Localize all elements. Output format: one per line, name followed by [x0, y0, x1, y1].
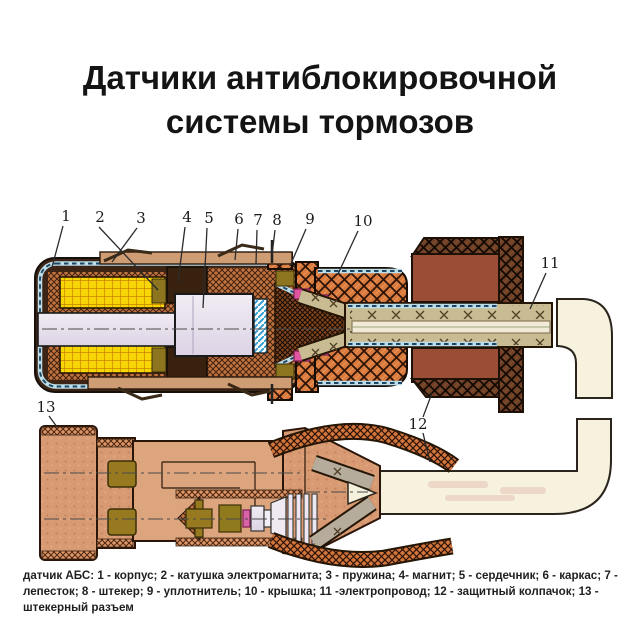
page-title: Датчики антиблокировочной системы тормоз…: [0, 56, 640, 143]
callout-leader-6: [234, 228, 239, 261]
title-line-2: системы тормозов: [165, 102, 475, 140]
callout-leader-2: [98, 226, 159, 291]
callout-leader-12: [422, 392, 433, 418]
callout-4: 4: [182, 208, 192, 226]
cable-elbow-top: [556, 298, 613, 399]
lead-wires: [297, 288, 355, 362]
protective-straps: [267, 422, 460, 568]
connector-contacts: [107, 460, 137, 536]
title-line-1: Датчики антиблокировочной: [82, 59, 558, 96]
print-bleed: [428, 481, 546, 501]
callout-12: 12: [408, 415, 427, 433]
electric-cable: [344, 302, 553, 348]
callout-13: 13: [36, 398, 55, 416]
spring-plate: [87, 240, 293, 404]
callout-8: 8: [272, 211, 282, 229]
connector-cross-section: [39, 418, 612, 568]
caption: датчик АБС: 1 - корпус; 2 - катушка элек…: [23, 569, 618, 614]
callout-3: 3: [136, 209, 146, 227]
callout-leader-9: [289, 228, 307, 267]
callout-leader-13: [48, 415, 58, 428]
cable-strands: [309, 454, 379, 550]
callout-9: 9: [305, 210, 315, 228]
callout-leader-7: [255, 229, 258, 265]
sensor-cross-section: [34, 236, 613, 413]
callout-leader-12: [422, 432, 431, 463]
callout-leader-10: [337, 230, 359, 275]
cable-elbow-bottom: [367, 418, 612, 515]
frame-block-top: [275, 270, 295, 287]
callout-leader-1: [50, 225, 64, 272]
callout-leader-11: [529, 272, 547, 310]
callout-leader-5: [202, 227, 208, 309]
callout-2: 2: [95, 208, 105, 226]
callout-7: 7: [253, 211, 263, 229]
mounting-bracket: [409, 236, 524, 413]
callout-1: 1: [61, 207, 71, 225]
petal-plate: [253, 298, 268, 354]
callout-11: 11: [540, 254, 559, 272]
callout-leader-4: [177, 226, 186, 283]
callout-6: 6: [234, 210, 244, 228]
callout-5: 5: [204, 209, 214, 227]
electromagnet-coil: [59, 276, 167, 374]
callout-10: 10: [353, 212, 372, 230]
callout-leader-8: [271, 229, 276, 256]
callout-leader-3: [111, 227, 138, 263]
